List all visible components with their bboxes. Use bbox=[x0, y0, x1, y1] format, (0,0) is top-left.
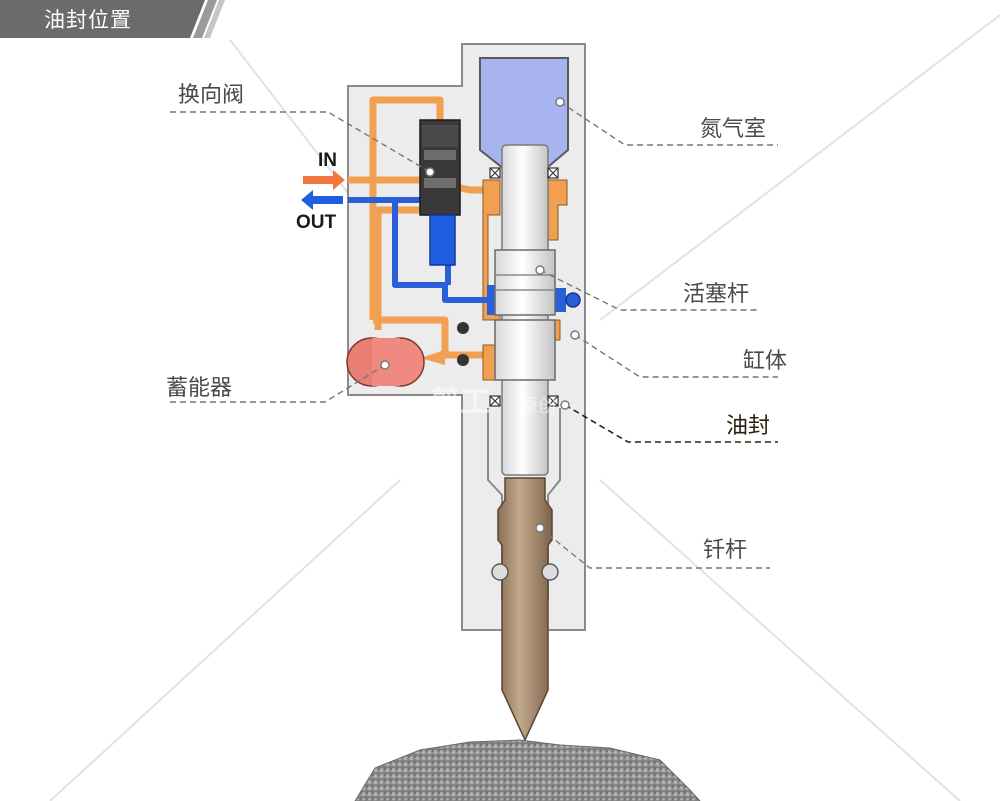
label-accumulator: 蓄能器 bbox=[166, 376, 232, 401]
oil-in-passages bbox=[348, 96, 498, 359]
label-valve: 换向阀 bbox=[178, 83, 244, 108]
label-nitrogen: 氮气室 bbox=[700, 117, 766, 142]
rock bbox=[354, 739, 701, 801]
out-arrow bbox=[301, 190, 343, 210]
fittings bbox=[457, 322, 469, 366]
reversing-valve bbox=[419, 119, 461, 266]
watermark-sub: 原创 bbox=[520, 396, 556, 417]
drill-rod bbox=[491, 477, 559, 742]
seal-leader-line bbox=[564, 404, 778, 443]
leader-dots bbox=[380, 97, 580, 533]
out-label: OUT bbox=[296, 212, 337, 233]
page-title: 油封位置 bbox=[44, 8, 132, 32]
oil-seals bbox=[489, 167, 559, 407]
piston-rod bbox=[494, 144, 556, 476]
check-ball bbox=[565, 292, 581, 308]
label-piston: 活塞杆 bbox=[683, 282, 749, 307]
header-tab bbox=[0, 0, 225, 38]
in-arrow bbox=[303, 170, 345, 190]
leader-lines bbox=[170, 101, 778, 569]
watermark-main: 剪工 bbox=[430, 385, 490, 420]
in-label: IN bbox=[318, 150, 337, 171]
label-seal: 油封 bbox=[726, 414, 770, 439]
oil-out-passages bbox=[348, 197, 495, 303]
label-cylinder: 缸体 bbox=[743, 349, 787, 374]
label-drill: 钎杆 bbox=[703, 538, 747, 563]
